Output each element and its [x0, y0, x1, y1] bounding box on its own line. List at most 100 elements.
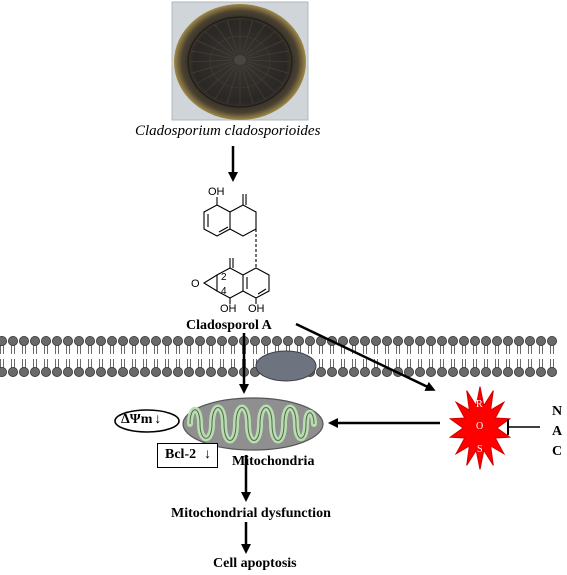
lipid-head: [447, 335, 458, 346]
lipid-head: [514, 366, 525, 377]
cladosporol-a-structure: [202, 194, 270, 304]
lipid-head: [0, 336, 7, 346]
lipid-head: [436, 335, 447, 346]
mitochondrion: [182, 397, 324, 451]
lipid-head: [525, 335, 536, 346]
colony-radial-line: [247, 61, 289, 74]
lipid-head: [7, 335, 18, 346]
lipid-head: [18, 335, 29, 346]
lipid-head: [29, 335, 40, 346]
lipid-head: [172, 335, 183, 346]
colony-radial-line: [214, 65, 237, 100]
lipid-head: [18, 366, 29, 377]
lipid-head: [161, 366, 172, 377]
lipid-head: [414, 335, 425, 346]
lipid-head: [359, 335, 370, 346]
lipid-head: [63, 366, 74, 377]
lipid-head: [403, 335, 414, 346]
lipid-head: [348, 366, 359, 377]
colony-radial-line: [245, 64, 276, 93]
colony-radial-line: [246, 40, 284, 57]
colony-radial-line: [245, 31, 276, 56]
lipid-head: [370, 366, 381, 377]
colony-radial-line: [247, 50, 289, 59]
lipid-head: [96, 335, 107, 346]
position-4-label: 4: [221, 286, 227, 297]
ros-letter-o: O: [476, 421, 483, 432]
lipid-head: [414, 366, 425, 377]
lipid-head: [205, 335, 216, 346]
lipid-head: [194, 366, 205, 377]
lipid-head: [293, 335, 304, 346]
colony-radial-line: [246, 63, 284, 84]
lipid-head: [52, 335, 63, 346]
lipid-head: [96, 366, 107, 377]
bcl2-text: Bcl-2: [165, 447, 197, 462]
lipid-head: [337, 366, 348, 377]
lipid-head: [469, 335, 480, 346]
nac-letter-a: A: [552, 424, 563, 439]
lipid-head: [41, 335, 52, 346]
lipid-head: [282, 335, 293, 346]
oh-bottom-right-label: OH: [248, 303, 265, 315]
lipid-head: [359, 366, 370, 377]
lipid-head: [480, 366, 491, 377]
lipid-head: [227, 335, 238, 346]
membrane-potential-down-icon: ↓: [154, 412, 162, 427]
colony-radial-line: [196, 63, 234, 84]
lipid-head: [469, 366, 480, 377]
nac-letter-n: N: [552, 404, 563, 419]
lipid-head: [326, 366, 337, 377]
lipid-head: [491, 366, 502, 377]
ros-letters: R O S: [476, 399, 483, 455]
lipid-head: [139, 366, 150, 377]
colony-radial-line: [204, 64, 235, 93]
lipid-head: [41, 366, 52, 377]
oh-top-label: OH: [208, 186, 225, 198]
lipid-head: [514, 335, 525, 346]
colony-radial-line: [204, 31, 235, 56]
lipid-head: [502, 366, 513, 377]
lipid-head: [74, 335, 85, 346]
colony-radial-line: [241, 20, 254, 54]
petri-dish-photo: [171, 1, 309, 121]
lipid-head: [436, 366, 447, 377]
structure-labels: OH O 2 4 OH OH: [191, 186, 265, 315]
apoptosis-label: Cell apoptosis: [213, 556, 297, 571]
colony-radial-line: [247, 59, 291, 63]
lipid-head: [128, 366, 139, 377]
ros-starburst: [448, 386, 512, 470]
colony-radial-line: [241, 66, 254, 104]
lipid-head: [304, 335, 315, 346]
colony-radial-line: [191, 50, 233, 59]
lipid-head: [63, 335, 74, 346]
colony-radial-line: [226, 66, 239, 104]
lipid-head: [403, 366, 414, 377]
compound-name: Cladosporol A: [186, 318, 272, 333]
colony-radial-line: [214, 24, 237, 55]
membrane-potential-label: ΔΨm↓: [121, 412, 161, 428]
lipid-head: [480, 335, 491, 346]
colony-radial-line: [189, 59, 233, 63]
lipid-head: [315, 366, 326, 377]
mitochondria-label: Mitochondria: [232, 454, 315, 469]
organism-name: Cladosporium cladosporioides: [135, 123, 321, 139]
lipid-head: [348, 335, 359, 346]
lipid-head: [118, 335, 129, 346]
lipid-head: [107, 335, 118, 346]
lipid-head: [547, 366, 558, 377]
nac-letter-c: C: [552, 444, 563, 459]
lipid-head: [216, 366, 227, 377]
lipid-head: [183, 335, 194, 346]
lipid-head: [161, 335, 172, 346]
lipid-head: [458, 335, 469, 346]
lipid-head: [150, 366, 161, 377]
membrane-potential-badge: [114, 409, 180, 433]
bcl2-down-icon: ↓: [204, 447, 212, 462]
lipid-head: [447, 366, 458, 377]
lipid-head: [502, 335, 513, 346]
colony-radial-line: [191, 61, 233, 74]
lipid-head: [216, 335, 227, 346]
